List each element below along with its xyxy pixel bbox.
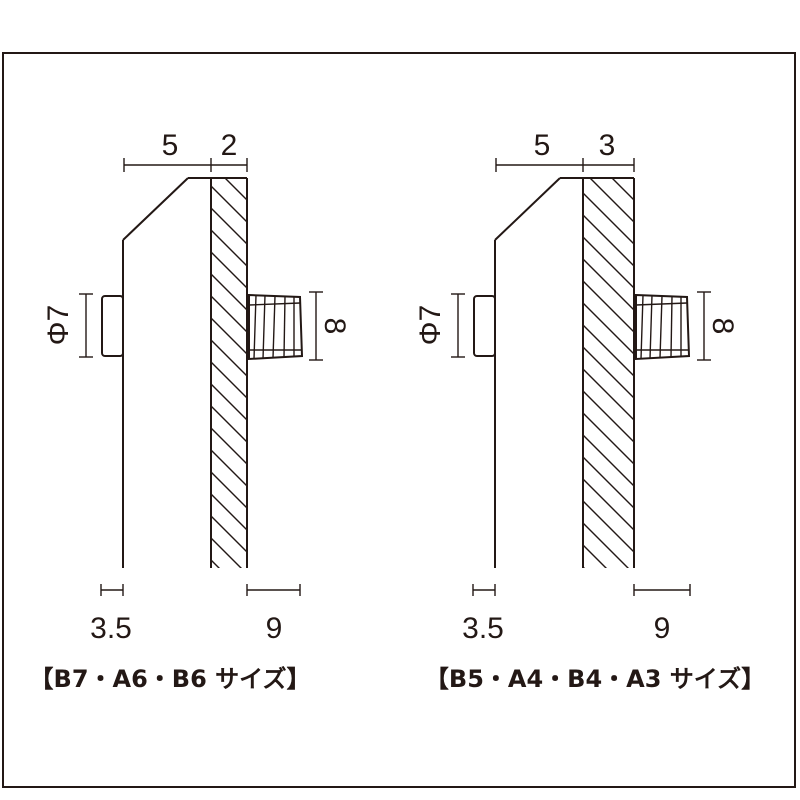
hatch-line [583,566,585,568]
top-dimension: 5 3 [495,129,635,172]
hatch-line [211,317,247,355]
hatch-line [583,412,634,465]
dim-bottom-right: 9 [654,612,671,645]
dim-bottom-left: 3.5 [90,612,132,645]
hatch-line [211,449,247,487]
hatch-line [211,427,247,465]
hatch-line [211,582,247,618]
caption-right: 【B5・A4・B4・A3 サイズ】 [425,665,765,693]
hole-part: Φ7 [414,293,496,358]
hatch-line [583,478,634,531]
hatch-line [583,390,634,443]
caption-left: 【B7・A6・B6 サイズ】 [30,665,311,693]
diagram-right: 5 3 Φ7 [414,129,765,693]
dim-top-left: 5 [534,129,551,162]
hatch-line [583,456,634,509]
hatch-line [583,192,634,245]
dim-top-right: 3 [599,129,616,162]
hatch-line [211,515,247,553]
board-body [122,177,248,568]
dim-knob: 8 [706,318,739,335]
dim-knob: 8 [318,318,351,335]
bottom-dimensions: 3.5 9 [462,584,691,645]
hatch-line [211,493,247,531]
outer-frame [2,52,796,788]
dim-hole: Φ7 [42,305,75,346]
hatch-line [583,302,634,355]
hatch-line [211,251,247,289]
hatch-line [211,537,242,568]
hatch-line [211,383,247,421]
hatch-line [589,178,634,223]
hatch-line [583,589,634,640]
hatch-line [583,236,634,289]
hatch-line [583,346,634,399]
hatch-line [224,178,247,201]
dim-top-right: 2 [221,129,238,162]
hatch-line [583,258,634,311]
hatched-section [583,178,634,662]
hatch-line [211,185,247,223]
hatch-line [583,522,629,568]
top-dimension: 5 2 [123,129,248,172]
hatch-line [211,361,247,399]
board-body [494,177,635,568]
dim-top-left: 5 [162,129,179,162]
knob-part: 8 [248,291,351,361]
hole-part: Φ7 [42,293,124,358]
knob-part: 8 [635,291,739,361]
diagram-left: 5 2 Φ7 [30,129,351,693]
dim-bottom-right: 9 [266,612,283,645]
hatch-line [211,273,247,311]
dim-hole: Φ7 [414,305,447,346]
hatch-line [211,559,220,568]
hatch-line [211,229,247,267]
hatch-line [583,280,634,333]
hatch-line [583,368,634,421]
hatch-line [583,214,634,267]
hatched-section [211,178,247,618]
bottom-dimensions: 3.5 9 [90,584,301,645]
hatch-line [583,324,634,377]
hatch-line [211,339,247,377]
hatch-line [211,207,247,245]
hatch-line [611,178,634,201]
dim-bottom-left: 3.5 [462,612,504,645]
hatch-line [211,471,247,509]
hatch-line [583,434,634,487]
hatch-line [583,544,607,568]
hatch-line [211,295,247,333]
hatch-line [211,405,247,443]
hatch-line [583,500,634,553]
hatch-line [583,611,634,662]
